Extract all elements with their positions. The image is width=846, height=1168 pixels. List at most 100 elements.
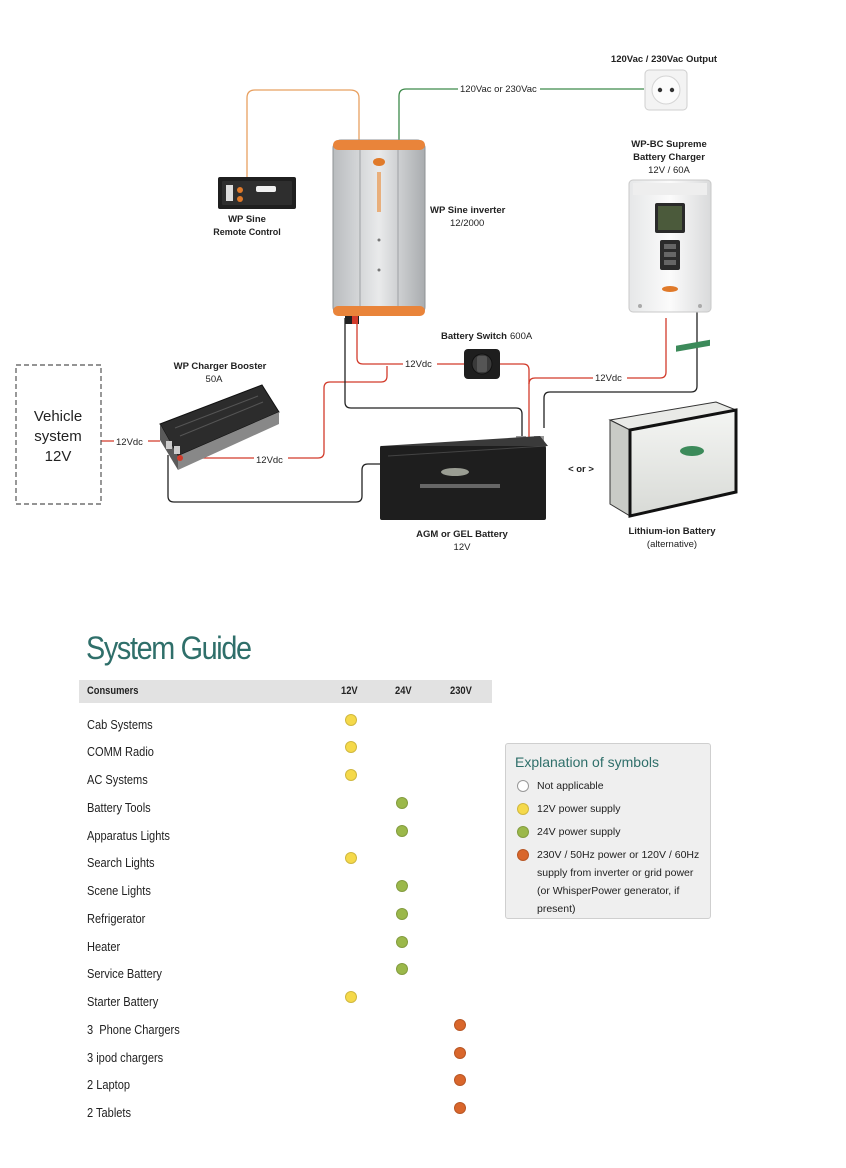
consumer-label: Refrigerator	[87, 911, 146, 926]
legend-dot	[517, 803, 529, 815]
table-row: AC Systems	[0, 769, 500, 792]
charger-wire-label: 12Vdc	[595, 373, 622, 384]
booster-subtitle: 50A	[206, 374, 224, 385]
inverter-title: WP Sine inverter	[430, 205, 506, 216]
system-wiring-diagram: 120Vac or 230Vac 12Vdc 12Vdc 12Vdc 12Vdc…	[15, 54, 738, 553]
table-row: Scene Lights	[0, 880, 500, 903]
vehicle-label-line1: Vehicle	[34, 408, 82, 425]
supply-dot	[454, 1074, 466, 1086]
wires	[101, 88, 698, 503]
supply-dot	[454, 1102, 466, 1114]
inverter-switch-wire-label: 12Vdc	[405, 359, 432, 370]
consumer-label: Starter Battery	[87, 994, 159, 1009]
booster-negative-cable	[167, 455, 380, 503]
vehicle-label-line2: system	[34, 428, 82, 445]
consumer-label: Heater	[87, 939, 121, 954]
consumer-label: 3 Phone Chargers	[87, 1022, 180, 1037]
legend-text: 12V power supply	[537, 803, 621, 815]
lithium-subtitle: (alternative)	[647, 539, 697, 550]
supply-dot	[396, 963, 408, 975]
ac-output-cable	[398, 88, 644, 142]
legend-text: 24V power supply	[537, 826, 621, 838]
consumer-label: 2 Tablets	[87, 1105, 132, 1120]
remote-subtitle: Remote Control	[213, 227, 281, 237]
guide-title: System Guide	[86, 630, 252, 666]
consumer-label: Apparatus Lights	[87, 828, 170, 843]
supply-dot	[345, 991, 357, 1003]
booster-title: WP Charger Booster	[174, 361, 267, 372]
supply-dot	[396, 880, 408, 892]
table-row: Heater	[0, 936, 500, 959]
remote-control-panel	[218, 177, 296, 209]
switch-battery-cable	[500, 363, 530, 440]
table-row: Service Battery	[0, 963, 500, 986]
output-label: 120Vac / 230Vac Output	[611, 54, 718, 65]
agm-battery	[380, 436, 548, 520]
charger-positive-cable	[528, 318, 667, 385]
consumer-label: Scene Lights	[87, 883, 151, 898]
guide-table-header: Consumers 12V 24V 230V	[79, 680, 492, 703]
inverter-positive-cable	[356, 318, 465, 365]
booster-out-wire-label: 12Vdc	[256, 455, 283, 466]
booster-positive-cable	[180, 366, 388, 459]
supply-dot	[454, 1019, 466, 1031]
table-row: Apparatus Lights	[0, 825, 500, 848]
legend-text: Not applicable	[537, 780, 604, 792]
supply-dot	[396, 825, 408, 837]
vehicle-system-box	[15, 364, 102, 505]
consumer-label: Cab Systems	[87, 717, 153, 732]
legend-text: 230V / 50Hz power or 120V / 60Hz supply …	[537, 849, 700, 915]
table-row: Cab Systems	[0, 714, 500, 737]
header-12v: 12V	[341, 685, 358, 697]
supply-dot	[345, 714, 357, 726]
charger-booster-unit	[159, 384, 280, 470]
consumer-label: AC Systems	[87, 772, 148, 787]
charger-title-line1: WP-BC Supreme	[631, 139, 706, 150]
vehicle-wire-label: 12Vdc	[116, 437, 143, 448]
header-230v: 230V	[450, 685, 472, 697]
sine-inverter-unit	[332, 139, 426, 324]
consumer-label: Search Lights	[87, 855, 155, 870]
consumer-label: Battery Tools	[87, 800, 151, 815]
supply-dot	[345, 769, 357, 781]
supply-dot	[396, 797, 408, 809]
vehicle-label-line3: 12V	[45, 448, 72, 465]
consumer-label: 2 Laptop	[87, 1077, 131, 1092]
header-24v: 24V	[395, 685, 412, 697]
switch-rating: 600A	[510, 331, 533, 342]
table-row: Search Lights	[0, 852, 500, 875]
symbols-legend: Explanation of symbols Not applicable 12…	[505, 743, 711, 919]
agm-title: AGM or GEL Battery	[416, 529, 508, 540]
ac-wire-label: 120Vac or 230Vac	[460, 84, 537, 95]
table-row: 2 Laptop	[0, 1074, 500, 1097]
remote-title: WP Sine	[228, 214, 266, 225]
consumer-label: Service Battery	[87, 966, 162, 981]
switch-title: Battery Switch	[441, 331, 507, 342]
legend-dot	[517, 826, 529, 838]
agm-subtitle: 12V	[454, 542, 472, 553]
or-label: < or >	[568, 464, 594, 475]
table-row: Refrigerator	[0, 908, 500, 931]
supply-dot	[345, 852, 357, 864]
supply-dot	[345, 741, 357, 753]
consumer-label: COMM Radio	[87, 744, 154, 759]
legend-dot	[517, 849, 529, 861]
legend-title: Explanation of symbols	[515, 754, 659, 770]
table-row: 2 Tablets	[0, 1102, 500, 1125]
supply-dot	[396, 936, 408, 948]
supply-dot	[396, 908, 408, 920]
consumer-label: 3 ipod chargers	[87, 1050, 164, 1065]
table-row: Starter Battery	[0, 991, 500, 1014]
remote-cable	[246, 89, 360, 180]
battery-switch	[464, 349, 500, 379]
header-consumers: Consumers	[87, 685, 139, 697]
charger-subtitle: 12V / 60A	[648, 165, 690, 176]
legend-dot	[517, 780, 529, 792]
charger-title-line2: Battery Charger	[633, 152, 705, 163]
charger-negative-cable	[543, 312, 698, 428]
inverter-negative-cable	[344, 318, 523, 440]
supply-dot	[454, 1047, 466, 1059]
table-row: Battery Tools	[0, 797, 500, 820]
table-row: COMM Radio	[0, 741, 500, 764]
